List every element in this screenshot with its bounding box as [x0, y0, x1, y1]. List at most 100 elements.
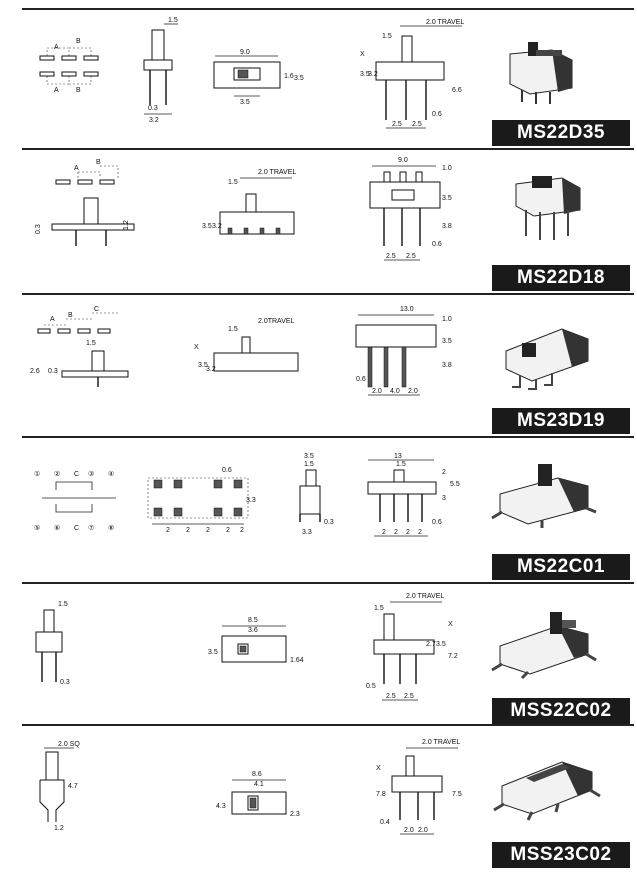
dimension-label: 2.0 SQ [58, 741, 80, 748]
terminal-label: ⑦ [88, 524, 94, 532]
terminal-label: ④ [108, 470, 114, 478]
schematic-diagram: A B C [37, 306, 118, 334]
product-photo [491, 612, 597, 680]
top-view: 9.0 1.6 3.5 3.5 [213, 49, 304, 106]
dimension-label: 1.5 [382, 33, 392, 40]
dimension-label: 0.3 [35, 224, 42, 234]
dimension-label: 2.3 [290, 811, 300, 818]
dimension-label: 9.0 [240, 49, 250, 56]
dimension-label: 3.5 [202, 223, 212, 230]
pad-layout: 0.6 3.3 2 2 2 2 2 [147, 467, 256, 534]
model-label: MSS23C02 [492, 842, 630, 868]
dimension-label: 2.0 [372, 388, 382, 395]
dimension-label: 2 [418, 529, 422, 536]
schematic-diagram: A B A B [39, 38, 99, 94]
dimension-label: 2 [394, 529, 398, 536]
model-label: MS22D18 [492, 265, 630, 291]
dimension-label: 4.3 [216, 803, 226, 810]
dimension-label: 1.64 [290, 657, 304, 664]
side-view: 1.5 0.3 3.2 [143, 17, 178, 124]
dimension-label: 2 [406, 529, 410, 536]
front-view: 2.0 TRAVEL 1.5 3.5 3.2 [202, 169, 296, 235]
dimension-label: 2.0 [418, 827, 428, 834]
technical-drawing: ① ② C ③ ④ ⑤ ⑥ C ⑦ ⑧ 0.6 [34, 453, 597, 537]
schematic-diagram: ① ② C ③ ④ ⑤ ⑥ C ⑦ ⑧ [34, 470, 116, 532]
dimension-label: 2 [382, 529, 386, 536]
terminal-label: C [94, 306, 99, 313]
product-section-ms22d35: A B A B 1.5 0.3 [22, 10, 634, 148]
product-section-ms22d18: A B 0.3 1.2 2.0 TRAVEL 1.5 [22, 150, 634, 293]
side-view: 2.0 SQ 4.7 1.2 [39, 741, 80, 832]
product-section-mss22c02: 1.5 0.3 8.5 3.6 3.5 1.64 2.0 TRAVEL [22, 584, 634, 724]
model-label: MSS22C02 [492, 698, 630, 724]
dimension-label: 1.0 [442, 165, 452, 172]
terminal-label: C [74, 525, 79, 532]
dimension-label: 1.2 [123, 220, 130, 230]
dimension-label: 3.5 [294, 75, 304, 82]
dimension-label: 0.5 [366, 683, 376, 690]
front-view: 13 1.5 2 5.5 3 2 2 2 2 0.6 [367, 453, 460, 537]
product-photo [505, 328, 589, 390]
section-divider [22, 8, 634, 10]
schematic-diagram: A B [55, 159, 119, 185]
terminal-label: ② [54, 470, 60, 478]
dimension-label: 2 [186, 527, 190, 534]
technical-drawing: A B A B 1.5 0.3 [39, 17, 573, 129]
dimension-label: 0.3 [60, 679, 70, 686]
dimension-label: 7.2 [448, 653, 458, 660]
dimension-label: 3.5 [208, 649, 218, 656]
section-divider [22, 724, 634, 726]
terminal-label: B [96, 159, 101, 166]
dimension-label: 4.7 [68, 783, 78, 790]
dimension-label: 0.6 [222, 467, 232, 474]
dimension-label: 1.5 [58, 601, 68, 608]
terminal-label: A [74, 165, 79, 172]
technical-drawing: 2.0 SQ 4.7 1.2 8.6 4.1 4.3 2.3 2.0 TRAVE… [39, 739, 601, 835]
dimension-label: 1.5 [396, 461, 406, 468]
dimension-label: 3.2 [149, 117, 159, 124]
dimension-label: X [448, 621, 453, 628]
dimension-label: 3.5 [304, 453, 314, 460]
dimension-label: X [360, 51, 365, 58]
dimension-label: 3.5 [240, 99, 250, 106]
technical-drawing: A B C 1.5 2.6 0.3 2.0TRAVEL 1.5 X [30, 306, 589, 396]
travel-label: 2.0 TRAVEL [406, 593, 444, 600]
dimension-label: 3.5 [360, 71, 370, 78]
dimension-label: 1.5 [228, 326, 238, 333]
model-label: MS23D19 [492, 408, 630, 434]
front-view: 2.0TRAVEL 1.5 X 3.5 3.2 [194, 318, 299, 373]
terminal-label: ③ [88, 470, 94, 478]
terminal-label: A [50, 316, 55, 323]
side-view: 3.5 1.5 3.3 0.3 [299, 453, 334, 536]
dimension-label: 2 [442, 469, 446, 476]
dimension-label: 2.5 [404, 693, 414, 700]
dimension-label: 2.0 [408, 388, 418, 395]
product-section-mss23c02: 2.0 SQ 4.7 1.2 8.6 4.1 4.3 2.3 2.0 TRAVE… [22, 726, 634, 872]
dimension-label: 1.5 [228, 179, 238, 186]
dimension-label: 0.6 [356, 376, 366, 383]
dimension-label: 3.2 [206, 366, 216, 373]
dimension-label: 3.8 [442, 223, 452, 230]
dimension-label: 0.6 [432, 111, 442, 118]
dimension-label: 2.5 [406, 253, 416, 260]
front-view: 2.0 TRAVEL 1.5 X 2.7 3.5 7.2 0.5 2.5 2.5 [366, 593, 458, 701]
section-divider [22, 148, 634, 150]
terminal-label: A [54, 87, 59, 94]
dimension-label: 4.1 [254, 781, 264, 788]
terminal-label: C [74, 471, 79, 478]
dimension-label: 8.6 [252, 771, 262, 778]
front-view: 2.0 TRAVEL 1.5 X 3.5 3.2 6.6 2.5 2.5 0.6 [360, 19, 464, 129]
dimension-label: 0.3 [148, 105, 158, 112]
technical-drawing: A B 0.3 1.2 2.0 TRAVEL 1.5 [35, 157, 581, 261]
dimension-label: 2.0 [404, 827, 414, 834]
dimension-label: X [376, 765, 381, 772]
side-view: 1.5 2.6 0.3 [30, 340, 129, 387]
dimension-label: 2.5 [386, 693, 396, 700]
dimension-label: 2.6 [30, 368, 40, 375]
section-divider [22, 582, 634, 584]
dimension-label: 7.5 [452, 791, 462, 798]
dimension-label: 3.6 [248, 627, 258, 634]
dimension-label: 1.5 [304, 461, 314, 468]
dimension-label: 7.8 [376, 791, 386, 798]
dimension-label: 3.2 [212, 223, 222, 230]
